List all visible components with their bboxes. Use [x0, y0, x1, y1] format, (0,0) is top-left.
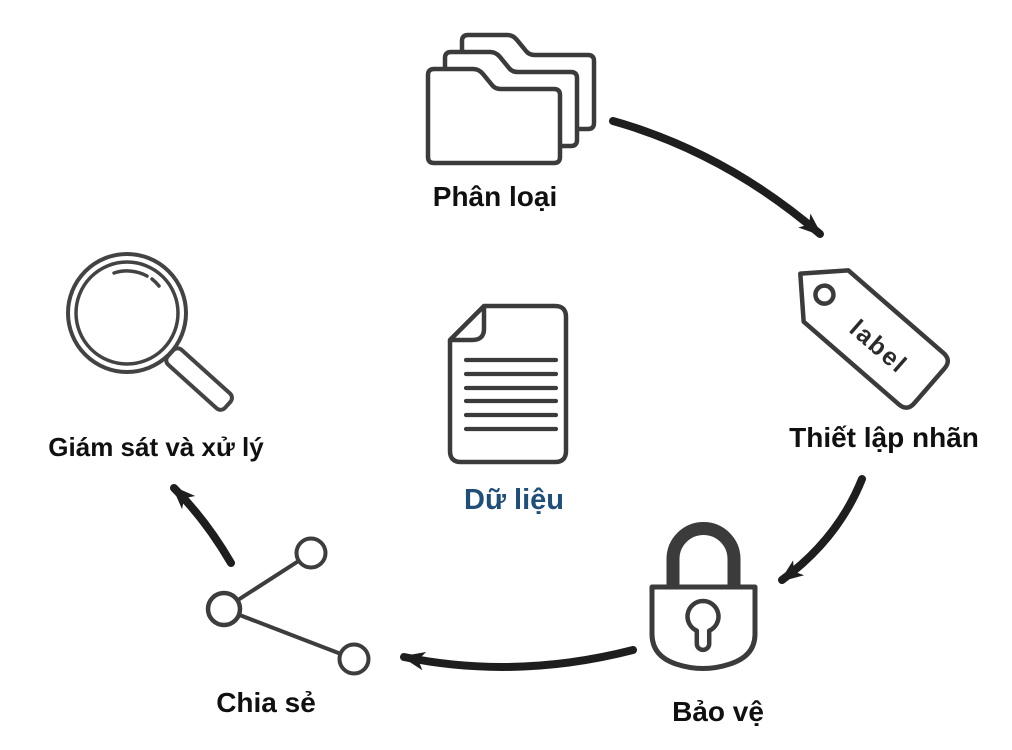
label-monitor-and-handle: Giám sát và xử lý — [48, 432, 264, 462]
document-fold — [452, 307, 487, 343]
magnifier-icon — [66, 252, 234, 412]
lock-keyhole — [685, 598, 721, 653]
tag-hole — [813, 283, 836, 306]
label-set-up-label: Thiết lập nhãn — [789, 422, 979, 453]
label-protect: Bảo vệ — [672, 696, 764, 727]
flow-arrows — [170, 117, 866, 671]
share-links — [222, 551, 355, 661]
label-share: Chia sẻ — [216, 687, 316, 718]
share-node — [294, 536, 328, 570]
magnifier-glare — [112, 269, 161, 288]
share-node — [337, 642, 371, 676]
arrow-label-to-protect — [778, 475, 866, 584]
arrow-protect-to-share — [400, 646, 637, 671]
magnifier-inner-ring — [74, 260, 180, 366]
tag-icon: label — [798, 268, 951, 410]
label-classify: Phân loại — [432, 181, 558, 212]
share-icon — [205, 536, 371, 676]
arrow-classify-to-label — [609, 117, 824, 238]
share-node — [205, 590, 243, 628]
tag-outline — [798, 268, 951, 410]
folders-icon — [428, 35, 594, 163]
arrow-share-to-monitor — [170, 484, 235, 567]
lock-icon — [649, 522, 758, 671]
document-outline — [447, 303, 569, 465]
lock-shackle — [666, 522, 741, 587]
magnifier-handle — [164, 346, 234, 412]
document-icon — [447, 303, 569, 465]
document-text-lines — [463, 357, 559, 432]
label-data-center: Dữ liệu — [464, 484, 564, 516]
